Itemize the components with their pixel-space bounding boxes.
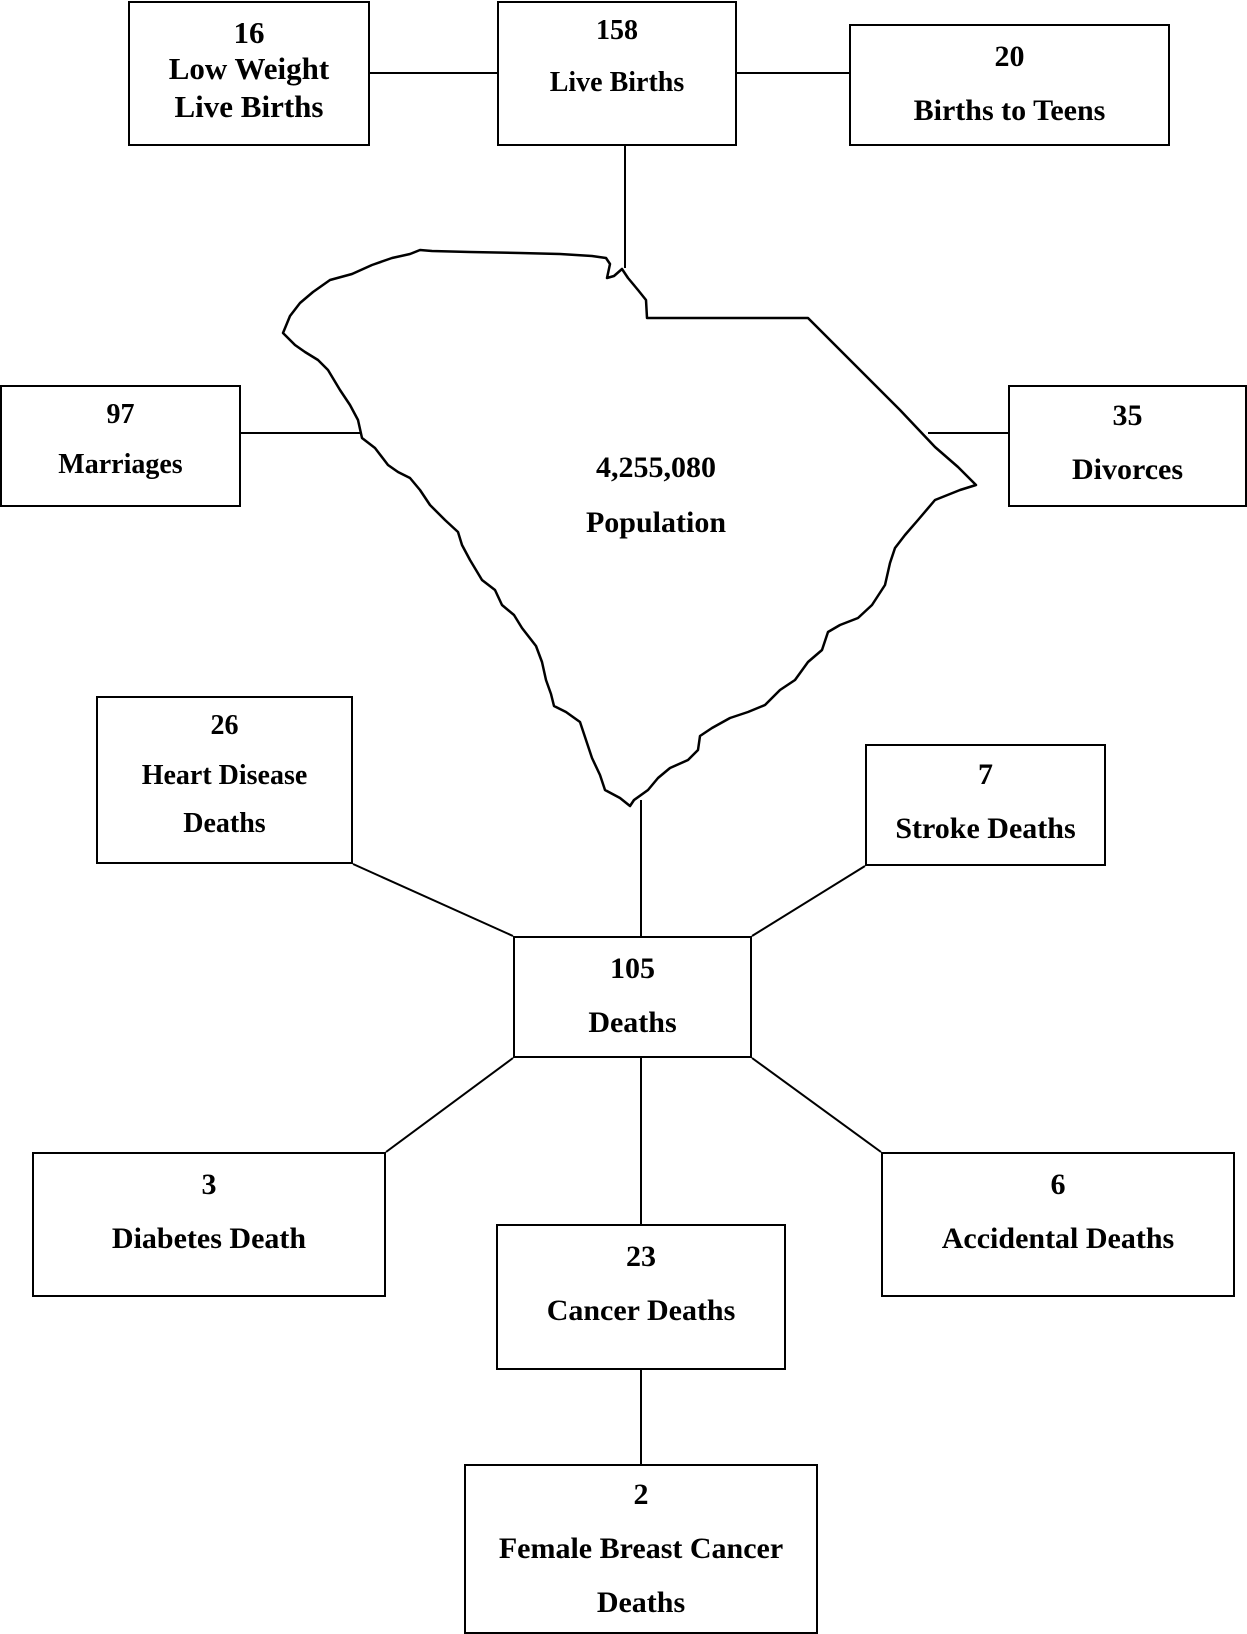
- divorces-box: 35 Divorces: [1008, 385, 1247, 507]
- divorces-value: 35: [1112, 399, 1143, 432]
- diabetes-value: 3: [201, 1168, 217, 1201]
- diabetes-death-box: 3 Diabetes Death: [32, 1152, 386, 1297]
- accidental-label: Accidental Deaths: [941, 1222, 1175, 1255]
- breast-cancer-label-2: Deaths: [596, 1586, 686, 1619]
- population-label: Population: [585, 506, 727, 539]
- live-births-label: Live Births: [549, 67, 685, 98]
- heart-disease-value: 26: [210, 710, 239, 741]
- state-outline-icon: [281, 248, 978, 808]
- marriages-label: Marriages: [58, 449, 183, 480]
- low-weight-births-label-2: Live Births: [174, 89, 324, 124]
- cancer-label: Cancer Deaths: [546, 1294, 736, 1327]
- heart-disease-label-2: Deaths: [183, 808, 266, 839]
- low-weight-births-box: 16 Low Weight Live Births: [128, 1, 370, 146]
- marriages-box: 97 Marriages: [0, 385, 241, 507]
- accidental-value: 6: [1050, 1168, 1066, 1201]
- heart-disease-label-1: Heart Disease: [141, 760, 308, 791]
- cancer-deaths-box: 23 Cancer Deaths: [496, 1224, 786, 1370]
- population-value: 4,255,080: [596, 451, 716, 484]
- accidental-deaths-box: 6 Accidental Deaths: [881, 1152, 1235, 1297]
- connector-deaths-diabetes: [385, 1057, 514, 1153]
- female-breast-cancer-deaths-box: 2 Female Breast Cancer Deaths: [464, 1464, 818, 1634]
- low-weight-births-label-1: Low Weight: [168, 51, 330, 86]
- low-weight-births-value: 16: [233, 15, 265, 50]
- heart-disease-deaths-box: 26 Heart Disease Deaths: [96, 696, 353, 864]
- births-to-teens-box: 20 Births to Teens: [849, 24, 1170, 146]
- live-births-box: 158 Live Births: [497, 1, 737, 146]
- divorces-label: Divorces: [1071, 453, 1184, 486]
- breast-cancer-label-1: Female Breast Cancer: [498, 1532, 784, 1565]
- stroke-deaths-label: Stroke Deaths: [895, 812, 1076, 845]
- births-to-teens-label: Births to Teens: [913, 94, 1106, 127]
- breast-cancer-value: 2: [633, 1478, 649, 1511]
- live-births-value: 158: [596, 15, 638, 46]
- births-to-teens-value: 20: [994, 40, 1025, 73]
- cancer-value: 23: [626, 1240, 656, 1273]
- connector-heart-deaths: [352, 863, 514, 937]
- connector-deaths-accidental: [751, 1057, 882, 1153]
- stroke-deaths-box: 7 Stroke Deaths: [865, 744, 1106, 866]
- deaths-label: Deaths: [588, 1006, 677, 1039]
- population-block: 4,255,080 Population: [520, 448, 792, 543]
- deaths-box: 105 Deaths: [513, 936, 752, 1058]
- marriages-value: 97: [106, 399, 135, 430]
- stroke-deaths-value: 7: [978, 758, 993, 791]
- deaths-value: 105: [610, 952, 655, 985]
- connector-stroke-deaths: [751, 865, 866, 937]
- diabetes-label: Diabetes Death: [111, 1222, 307, 1255]
